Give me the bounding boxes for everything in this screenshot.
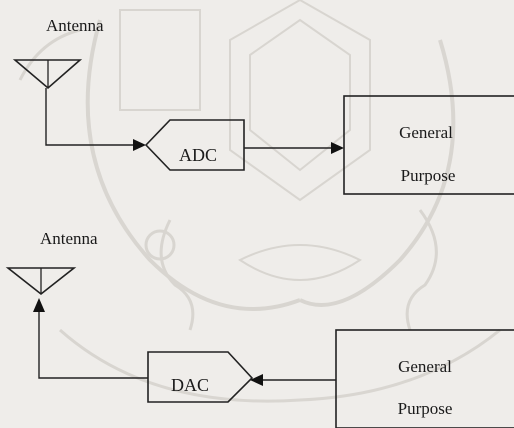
rx-processor-label-line1: General (399, 123, 453, 142)
dac-label: DAC (171, 375, 209, 395)
tx-arrowhead-antenna (33, 298, 45, 312)
rx-antenna-label: Antenna (46, 16, 104, 35)
tx-arrowhead-dac (250, 374, 263, 386)
tx-antenna-label: Antenna (40, 229, 98, 248)
tx-processor-label-line2: Purpose (398, 399, 453, 418)
watermark-seal (18, 0, 501, 403)
rx-antenna-to-adc-line (45, 88, 137, 146)
tx-general-purpose-block (335, 329, 514, 428)
rx-arrowhead-processor (331, 142, 344, 154)
dac-to-tx-antenna-line (38, 312, 148, 379)
adc-label: ADC (179, 145, 217, 165)
adc-block (144, 119, 245, 171)
rx-arrowhead-adc (133, 139, 146, 151)
rx-general-purpose-block (343, 95, 514, 195)
tx-processor-label-line1: General (398, 357, 452, 376)
dac-block (147, 351, 254, 403)
rx-processor-label-line2: Purpose (401, 166, 456, 185)
